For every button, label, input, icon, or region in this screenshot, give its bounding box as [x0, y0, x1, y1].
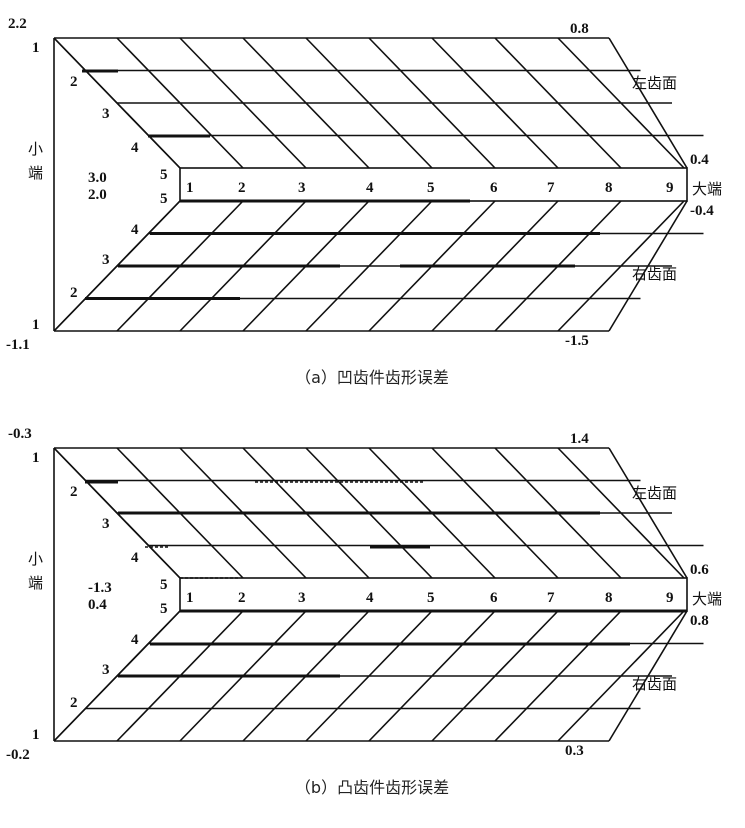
column-label: 3	[298, 590, 306, 606]
lower-row-label: 2	[70, 695, 78, 711]
large-end-label: 大端	[692, 590, 722, 608]
lower-row-label: 5	[160, 191, 168, 207]
mid-upper-right-value: 0.6	[690, 562, 709, 578]
mid-lower-left-value: 0.4	[88, 597, 107, 613]
column-label: 5	[427, 180, 435, 196]
upper-row-label: 2	[70, 74, 78, 90]
upper-face-column-line	[305, 37, 433, 169]
upper-row-label: 1	[32, 450, 40, 466]
mid-lower-left-value: 2.0	[88, 187, 107, 203]
upper-face-column-line	[368, 37, 496, 169]
top-right-value: 0.8	[570, 21, 589, 37]
upper-face-column-line	[179, 37, 307, 169]
column-label: 1	[186, 180, 194, 196]
column-label: 6	[490, 590, 498, 606]
column-label: 9	[666, 180, 674, 196]
lower-face-column-line	[368, 610, 496, 742]
column-label: 7	[547, 590, 555, 606]
lower-face-column-line	[557, 610, 685, 742]
lower-row-label: 2	[70, 285, 78, 301]
upper-row-label: 1	[32, 40, 40, 56]
column-label: 5	[427, 590, 435, 606]
mid-upper-left-value: 3.0	[88, 170, 107, 186]
bottom-left-value: -1.1	[6, 337, 30, 353]
column-label: 8	[605, 180, 613, 196]
upper-row-label: 4	[131, 140, 139, 156]
lower-face-column-line	[494, 610, 622, 742]
upper-face-column-line	[494, 37, 622, 169]
lower-right-bevel	[608, 610, 688, 742]
lower-face-column-line	[305, 610, 433, 742]
lower-row-label: 3	[102, 662, 110, 678]
upper-row-label: 5	[160, 577, 168, 593]
left-tooth-face-label: 左齿面	[632, 74, 677, 92]
column-label: 3	[298, 180, 306, 196]
upper-row-label: 2	[70, 484, 78, 500]
mid-lower-right-value: -0.4	[690, 203, 714, 219]
top-right-value: 1.4	[570, 431, 589, 447]
mid-upper-right-value: 0.4	[690, 152, 709, 168]
small-end-label-2: 端	[28, 164, 43, 182]
bottom-right-value: 0.3	[565, 743, 584, 759]
upper-right-bevel	[608, 37, 688, 169]
column-label: 2	[238, 180, 246, 196]
upper-face-column-line	[53, 37, 181, 169]
column-label: 8	[605, 590, 613, 606]
upper-face-column-line	[116, 37, 244, 169]
lower-row-label: 3	[102, 252, 110, 268]
lower-face-column-line	[431, 610, 559, 742]
upper-face-column-line	[53, 447, 181, 579]
large-end-label: 大端	[692, 180, 722, 198]
mid-lower-right-value: 0.8	[690, 613, 709, 629]
lower-face-column-line	[53, 610, 181, 742]
lower-row-label: 5	[160, 601, 168, 617]
lower-row-label: 4	[131, 222, 139, 238]
upper-face-column-line	[557, 37, 685, 169]
bottom-right-value: -1.5	[565, 333, 589, 349]
bottom-left-value: -0.2	[6, 747, 30, 763]
upper-row-label: 5	[160, 167, 168, 183]
column-label: 1	[186, 590, 194, 606]
column-label: 6	[490, 180, 498, 196]
lower-face-column-line	[557, 200, 685, 332]
lower-right-bevel	[608, 200, 688, 332]
small-end-label-1: 小	[28, 140, 43, 158]
small-end-label-1: 小	[28, 550, 43, 568]
lower-face-column-line	[305, 200, 433, 332]
column-label: 9	[666, 590, 674, 606]
column-label: 2	[238, 590, 246, 606]
right-tooth-face-label: 右齿面	[632, 675, 677, 693]
top-left-value: -0.3	[8, 426, 32, 442]
upper-face-column-line	[431, 37, 559, 169]
panel-caption: （b）凸齿件齿形误差	[295, 778, 449, 797]
column-label: 4	[366, 590, 374, 606]
left-tooth-face-label: 左齿面	[632, 484, 677, 502]
lower-face-column-line	[53, 200, 181, 332]
small-end-label-2: 端	[28, 574, 43, 592]
upper-face-column-line	[557, 447, 685, 579]
upper-row-label: 3	[102, 516, 110, 532]
lower-row-label: 1	[32, 727, 40, 743]
upper-face-column-line	[242, 37, 370, 169]
upper-row-label: 3	[102, 106, 110, 122]
column-label: 4	[366, 180, 374, 196]
lower-row-label: 1	[32, 317, 40, 333]
panel-caption: （a）凹齿件齿形误差	[295, 368, 449, 387]
lower-row-label: 4	[131, 632, 139, 648]
upper-row-label: 4	[131, 550, 139, 566]
upper-right-bevel	[608, 447, 688, 579]
column-label: 7	[547, 180, 555, 196]
right-tooth-face-label: 右齿面	[632, 265, 677, 283]
top-left-value: 2.2	[8, 16, 27, 32]
mid-upper-left-value: -1.3	[88, 580, 112, 596]
